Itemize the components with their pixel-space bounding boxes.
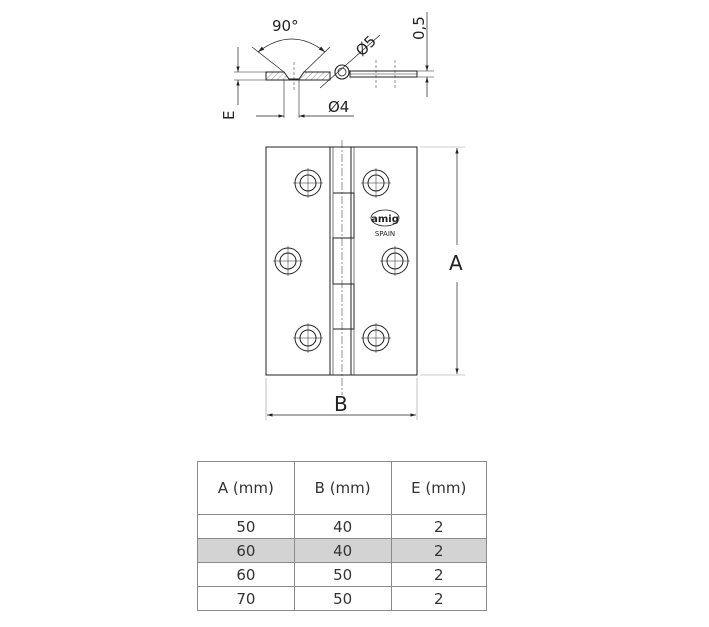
- width-label: B: [334, 392, 348, 416]
- cell-e: 2: [390, 538, 488, 563]
- thickness-label: E: [220, 111, 238, 120]
- hinge-outline: [265, 146, 418, 376]
- logo-text: amig: [371, 214, 399, 225]
- dimensions-table: A (mm) B (mm) E (mm) 50 40 2 60 40 2 60 …: [197, 461, 488, 611]
- screw-hole: [273, 246, 303, 276]
- logo-oval: [370, 209, 400, 227]
- header-e: E (mm): [390, 461, 488, 515]
- section-view: [234, 12, 434, 118]
- cell-a: 60: [197, 562, 295, 587]
- cell-a: 50: [197, 514, 295, 539]
- front-view: [265, 140, 465, 420]
- table-row: 50 40 2: [197, 514, 488, 539]
- cell-b: 40: [293, 538, 392, 563]
- cell-b: 50: [293, 586, 392, 611]
- table-header-row: A (mm) B (mm) E (mm): [197, 461, 488, 515]
- screw-hole: [293, 168, 323, 198]
- screw-hole: [361, 168, 391, 198]
- table-row: 70 50 2: [197, 586, 488, 611]
- gap-label: 0,5: [410, 16, 428, 40]
- header-a: A (mm): [197, 461, 295, 515]
- header-b: B (mm): [293, 461, 392, 515]
- cell-e: 2: [390, 562, 488, 587]
- screw-hole: [380, 246, 410, 276]
- screw-hole: [293, 323, 323, 353]
- table-row-highlighted: 60 40 2: [197, 538, 488, 563]
- height-label: A: [449, 251, 463, 275]
- hole-diameter-label: Ø4: [328, 98, 349, 116]
- pin-circle: [334, 64, 350, 80]
- cell-a: 60: [197, 538, 295, 563]
- cell-b: 50: [293, 562, 392, 587]
- cell-b: 40: [293, 514, 392, 539]
- origin-text: SPAIN: [375, 230, 395, 238]
- cell-e: 2: [390, 514, 488, 539]
- cell-a: 70: [197, 586, 295, 611]
- screw-hole: [361, 323, 391, 353]
- cell-e: 2: [390, 586, 488, 611]
- angle-label: 90°: [272, 17, 299, 35]
- table-row: 60 50 2: [197, 562, 488, 587]
